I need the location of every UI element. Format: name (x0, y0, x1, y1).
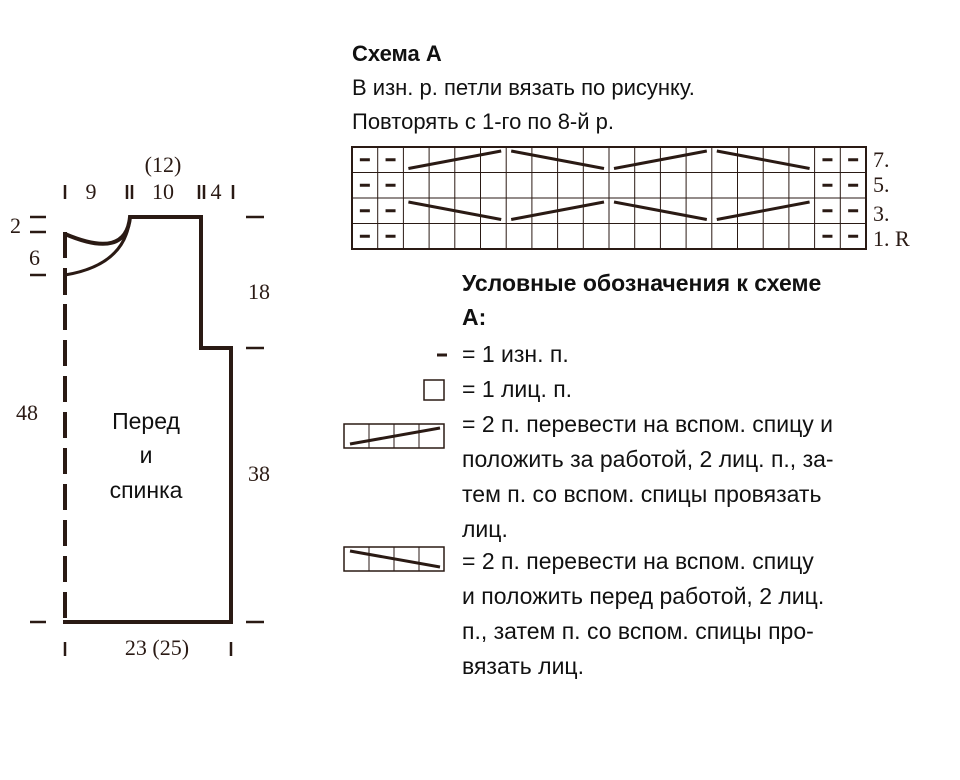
legend-cable-back-line2: положить за работой, 2 лиц. п., за- (462, 446, 834, 472)
legend-cable-front-line4: вязать лиц. (462, 653, 584, 679)
legend-cable-back-line1: = 2 п. перевести на вспом. спицу и (462, 411, 833, 437)
knit-square-icon (423, 379, 445, 401)
legend-cable-back-line3: тем п. со вспом. спицы провязать (462, 481, 821, 507)
bottom-width: 23 (25) (125, 635, 189, 660)
left-height-2: 2 (10, 213, 21, 238)
cable-back-icon (510, 200, 605, 221)
legend-cable-front-line2: и положить перед работой, 2 лиц. (462, 583, 824, 609)
top-total-width: (12) (145, 152, 182, 177)
legend-title-line1: Условные обозначения к схеме (462, 270, 821, 296)
pattern-instruction-1: В изн. р. петли вязать по рисунку. (352, 75, 695, 100)
piece-label-line2: и (140, 442, 153, 468)
right-height-18: 18 (248, 279, 270, 304)
right-height-38: 38 (248, 461, 270, 486)
legend-knit-text: = 1 лиц. п. (462, 376, 572, 402)
left-dimension-ticks (30, 215, 46, 624)
pattern-title: Схема А (352, 41, 442, 66)
row-label-1: 1. R (873, 226, 910, 251)
garment-outline (63, 215, 233, 624)
legend-cable-back-line4: лиц. (462, 516, 508, 542)
cable-front-icon (408, 200, 502, 221)
piece-label-line3: спинка (110, 477, 183, 503)
row-label-5: 5. (873, 172, 890, 197)
bottom-dimension-ticks (63, 642, 233, 656)
top-dimension-ticks (63, 185, 235, 199)
left-height-48: 48 (16, 400, 38, 425)
legend-cable-front-line3: п., затем п. со вспом. спицы про- (462, 618, 814, 644)
top-width-shoulder: 10 (152, 179, 174, 204)
cable-back-icon (613, 149, 708, 170)
top-width-neck: 9 (86, 179, 97, 204)
cable-back-icon (408, 149, 502, 170)
cable-front-icon (343, 546, 445, 572)
top-width-armhole: 4 (211, 179, 222, 204)
left-height-6: 6 (29, 245, 40, 270)
cable-back-icon (343, 423, 445, 449)
cable-front-icon (613, 200, 708, 221)
legend-purl-text: = 1 изн. п. (462, 341, 569, 367)
pattern-instruction-2: Повторять с 1-го по 8-й р. (352, 109, 614, 134)
legend-cable-front-line1: = 2 п. перевести на вспом. спицу (462, 548, 814, 574)
legend-title-line2: А: (462, 304, 486, 330)
row-label-7: 7. (873, 147, 890, 172)
cable-front-icon (510, 149, 605, 170)
row-label-3: 3. (873, 201, 890, 226)
piece-label-line1: Перед (112, 408, 180, 434)
pattern-chart-grid (351, 146, 867, 250)
cable-back-icon (716, 200, 810, 221)
cable-front-icon (716, 149, 810, 170)
right-dimension-ticks (246, 215, 264, 624)
